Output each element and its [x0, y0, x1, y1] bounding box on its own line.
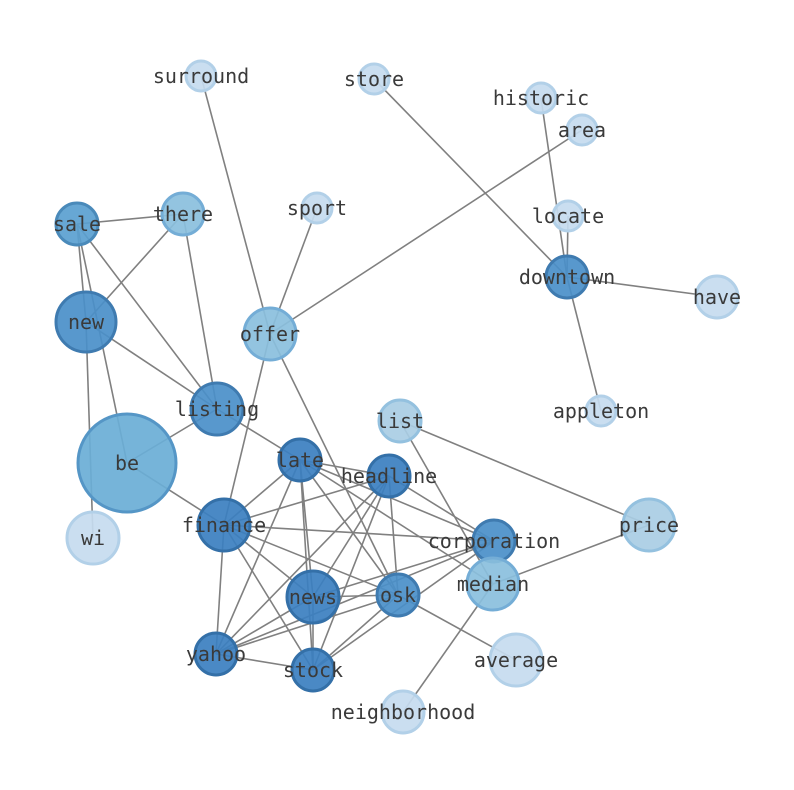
- node-average: [488, 632, 544, 688]
- node-median: [465, 556, 521, 612]
- node-finance: [196, 497, 252, 553]
- node-price: [621, 497, 677, 553]
- node-label-stock: stock: [283, 658, 343, 682]
- edge-corporation-yahoo: [215, 540, 495, 655]
- node-label-offer: offer: [240, 322, 300, 346]
- node-label-surround: surround: [153, 64, 249, 88]
- node-neighborhood: [380, 689, 426, 735]
- node-label-be: be: [115, 451, 139, 475]
- edge-there-listing: [182, 213, 218, 410]
- node-label-there: there: [153, 202, 213, 226]
- node-there: [160, 191, 206, 237]
- node-label-historic: historic: [493, 86, 589, 110]
- node-wi: [65, 510, 121, 566]
- edge-headline-yahoo: [215, 475, 390, 655]
- edge-headline-finance: [223, 475, 390, 526]
- node-label-median: median: [457, 572, 529, 596]
- node-label-neighborhood: neighborhood: [331, 700, 476, 724]
- node-label-average: average: [474, 648, 558, 672]
- node-layer: [54, 59, 740, 735]
- edge-sale-listing: [76, 223, 218, 410]
- node-yahoo: [193, 631, 239, 677]
- node-offer: [242, 306, 298, 362]
- node-label-corporation: corporation: [428, 529, 560, 553]
- node-late: [277, 437, 323, 483]
- node-label-listing: listing: [175, 397, 259, 421]
- node-label-appleton: appleton: [553, 399, 649, 423]
- node-label-list: list: [376, 409, 424, 433]
- edge-area-offer: [269, 129, 583, 335]
- edge-finance-osk: [223, 524, 399, 596]
- edge-osk-yahoo: [215, 594, 399, 655]
- node-label-late: late: [276, 448, 324, 472]
- node-appleton: [584, 394, 618, 428]
- edge-finance-corporation: [223, 524, 495, 542]
- node-downtown: [544, 254, 590, 300]
- node-label-store: store: [344, 67, 404, 91]
- node-label-price: price: [619, 513, 679, 537]
- edge-list-price: [399, 420, 650, 526]
- edge-surround-offer: [200, 75, 271, 335]
- node-label-area: area: [558, 118, 606, 142]
- node-sport: [300, 191, 334, 225]
- node-news: [285, 569, 341, 625]
- edge-late-osk: [299, 459, 399, 596]
- edge-news-corporation: [312, 540, 495, 598]
- node-new: [54, 290, 118, 354]
- edge-list-median: [399, 420, 494, 585]
- node-headline: [366, 453, 412, 499]
- node-sale: [54, 201, 100, 247]
- node-label-finance: finance: [182, 513, 266, 537]
- edge-finance-stock: [223, 524, 314, 671]
- node-store: [357, 62, 391, 96]
- edge-headline-stock: [312, 475, 390, 671]
- node-label-wi: wi: [81, 526, 105, 550]
- edge-store-downtown: [373, 78, 568, 278]
- node-historic: [524, 81, 558, 115]
- edge-late-median: [299, 459, 494, 585]
- node-label-locate: locate: [532, 204, 604, 228]
- node-label-sport: sport: [287, 196, 347, 220]
- edge-offer-osk: [269, 333, 399, 596]
- node-osk: [375, 572, 421, 618]
- node-locate: [551, 199, 585, 233]
- node-label-downtown: downtown: [519, 265, 615, 289]
- node-surround: [184, 59, 218, 93]
- node-label-yahoo: yahoo: [186, 642, 246, 666]
- node-area: [565, 113, 599, 147]
- node-have: [694, 274, 740, 320]
- edge-median-price: [492, 524, 650, 585]
- node-label-news: news: [289, 585, 337, 609]
- node-label-headline: headline: [341, 464, 437, 488]
- edge-downtown-have: [566, 276, 718, 298]
- node-label-have: have: [693, 285, 741, 309]
- node-stock: [290, 647, 336, 693]
- node-list: [377, 398, 423, 444]
- edge-offer-finance: [223, 333, 271, 526]
- edge-late-yahoo: [215, 459, 301, 655]
- node-label-new: new: [68, 310, 105, 334]
- node-label-osk: osk: [380, 583, 416, 607]
- node-listing: [189, 381, 245, 437]
- node-label-sale: sale: [53, 212, 101, 236]
- node-be: [76, 412, 178, 514]
- edge-downtown-appleton: [566, 276, 602, 412]
- edge-late-stock: [299, 459, 314, 671]
- label-layer: surround store historic area sale there sport l…: [53, 64, 741, 724]
- edge-historic-downtown: [540, 97, 568, 278]
- edge-late-corporation: [299, 459, 495, 542]
